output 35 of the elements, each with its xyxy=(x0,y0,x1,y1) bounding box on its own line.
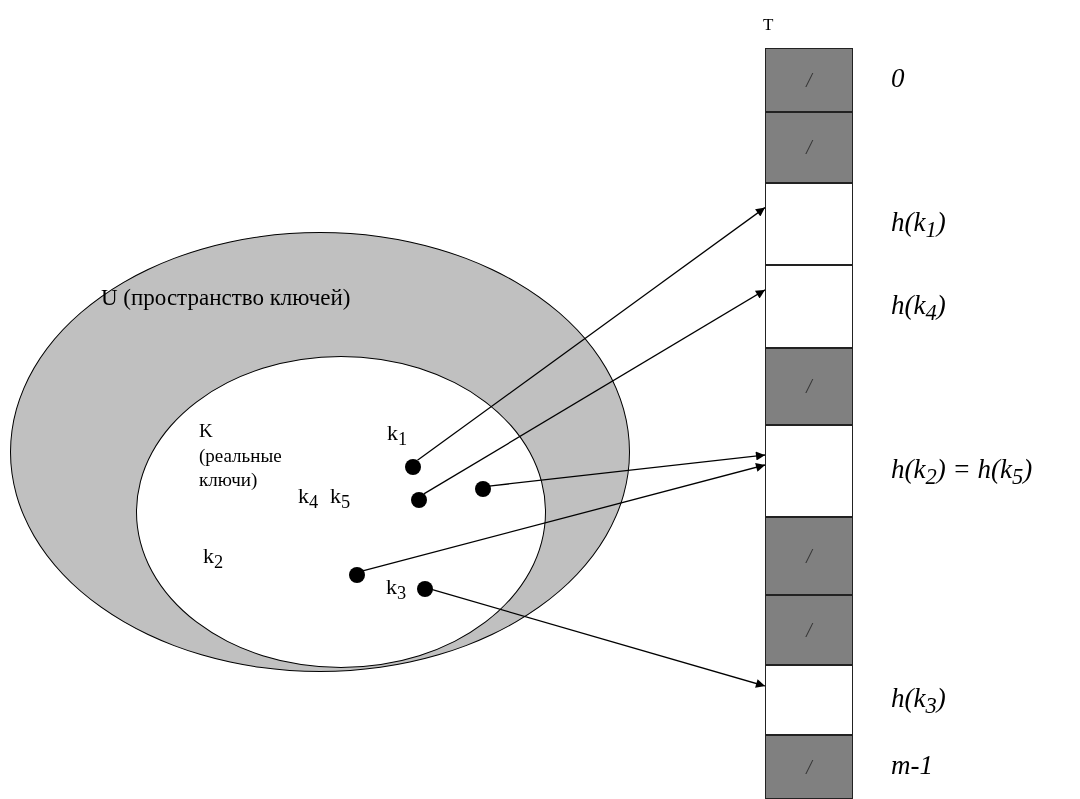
key-label: k$_{2}$ xyxy=(203,543,224,574)
key-dot xyxy=(405,459,421,475)
key-label: k$_{1}$ xyxy=(387,420,408,451)
slot-index-label: h(k$_{1}$) xyxy=(891,207,946,244)
slot-index-label: 0 xyxy=(891,63,905,94)
key-dot xyxy=(417,581,433,597)
key-dot xyxy=(411,492,427,508)
arrow xyxy=(423,289,766,495)
slot-index-label: h(k$_{4}$) xyxy=(891,289,946,326)
nil-mark: / xyxy=(806,544,812,568)
key-dot xyxy=(475,481,491,497)
nil-mark: / xyxy=(806,375,812,398)
set-label: U (пространство ключей) xyxy=(101,285,351,311)
slot-index-label: m-1 xyxy=(891,750,933,781)
key-label: k$_{3}$ xyxy=(386,574,407,605)
empty-slot xyxy=(765,348,853,425)
set-caption: (реальные ключи) xyxy=(199,443,283,493)
nil-mark: / xyxy=(806,136,812,159)
nil-mark: / xyxy=(806,68,812,92)
key-label: k$_{4}$ xyxy=(298,483,319,514)
slot-index-label: h(k$_{2}$) = h(k$_{5}$) xyxy=(891,454,1033,491)
nil-mark: / xyxy=(806,755,812,779)
key-label: k$_{5}$ xyxy=(330,483,351,514)
empty-slot xyxy=(765,112,853,183)
nil-mark: / xyxy=(806,618,812,642)
arrow xyxy=(362,462,766,572)
table-label: T xyxy=(763,15,774,35)
empty-slot xyxy=(765,517,853,595)
arrow xyxy=(430,588,766,688)
arrow xyxy=(488,451,766,487)
arrow xyxy=(416,206,766,461)
key-dot xyxy=(349,567,365,583)
empty-slot xyxy=(765,595,853,665)
slot-index-label: h(k$_{3}$) xyxy=(891,683,946,720)
set-label: K xyxy=(199,419,214,443)
